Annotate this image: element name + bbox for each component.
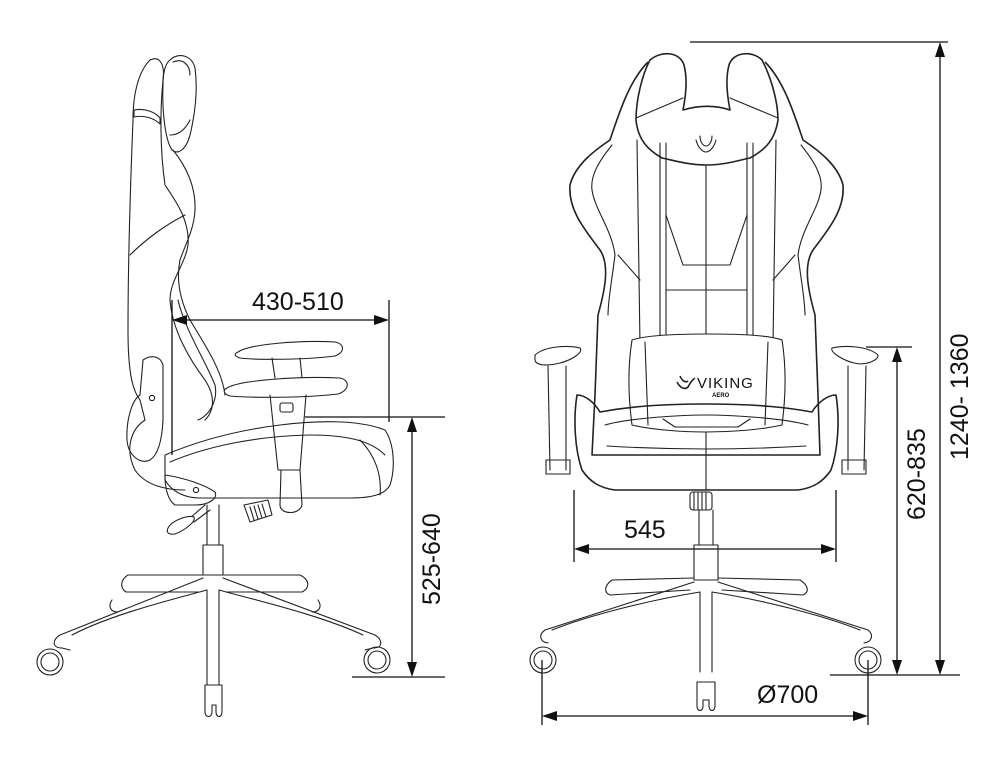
dimension-seat-depth: 430-510 [171, 288, 390, 455]
overall-height-label: 1240- 1360 [946, 333, 974, 460]
dimension-seat-width: 545 [573, 490, 837, 562]
seat-width-label: 545 [624, 516, 666, 544]
logo-subtext: AERO [712, 393, 730, 399]
armrest-height-label: 620-835 [903, 428, 931, 520]
dimension-armrest-height: 620-835 [830, 346, 960, 676]
base-diameter-label: Ø700 [757, 681, 818, 709]
seat-depth-label: 430-510 [252, 288, 344, 316]
dimension-base-diameter: Ø700 [541, 660, 869, 725]
logo-text: VIKING [697, 375, 754, 392]
seat-height-label: 525-640 [418, 513, 446, 605]
side-view [36, 55, 394, 718]
front-view: VIKING AERO [529, 52, 882, 712]
dimension-seat-height: 525-640 [305, 416, 446, 678]
dimension-overall-height: 1240- 1360 [690, 41, 974, 675]
